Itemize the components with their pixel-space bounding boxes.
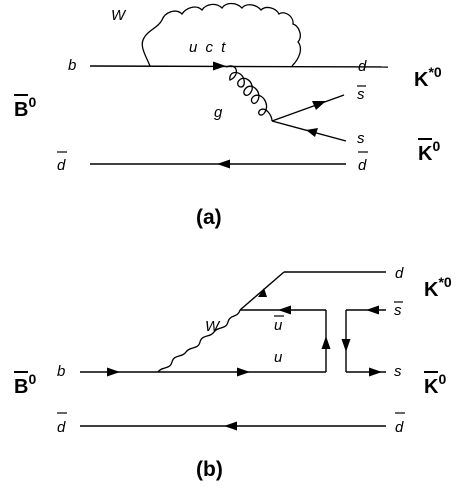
arrow-ubar-b	[278, 305, 291, 315]
arrow-vertical-up-b	[321, 336, 331, 349]
label-d-top-b: d	[395, 265, 404, 282]
arrow-d-b	[258, 288, 267, 297]
arrow-dbar-b	[224, 421, 237, 431]
label-w-a: W	[111, 7, 127, 24]
gluon-line	[225, 65, 273, 122]
sbar-line	[271, 94, 345, 122]
arrow-vertical-down-b	[341, 339, 351, 352]
meson-kstar0-a: K*0	[414, 64, 442, 91]
arrow-sbar-b	[366, 305, 379, 315]
quark-line-b-to-d	[89, 65, 389, 68]
arrow-dbar	[217, 159, 230, 169]
label-dbar-right-a: d	[358, 157, 367, 174]
caption-a: (a)	[196, 206, 222, 229]
label-dbar-left-a: d	[57, 157, 66, 174]
arrow-b-line	[213, 61, 226, 71]
label-b-a: b	[68, 57, 76, 74]
arrow-sbar	[312, 101, 326, 110]
diagram-a: W u c t b d g s s d d B0 K*0 K0 (a)	[14, 2, 442, 229]
meson-b0-b: B0	[14, 371, 36, 398]
label-sbar-a: s	[357, 86, 365, 103]
meson-kstar0-b: K*0	[424, 274, 452, 301]
label-loop-quarks: u c t	[189, 39, 226, 56]
meson-k0bar-a: K0	[418, 138, 440, 165]
label-u-b: u	[274, 349, 283, 366]
label-s-a: s	[357, 130, 365, 147]
w-boson-loop	[141, 2, 302, 67]
caption-b: (b)	[196, 458, 223, 481]
label-b-b: b	[57, 363, 65, 380]
label-g: g	[214, 104, 223, 121]
label-dbar-left-b: d	[57, 419, 66, 436]
label-s-b: s	[394, 363, 402, 380]
label-w-b: W	[205, 318, 221, 335]
arrow-s	[306, 128, 318, 137]
arrow-u-line-b	[237, 367, 250, 377]
meson-k0bar-b: K0	[424, 371, 446, 398]
label-ubar-b: u	[274, 317, 283, 334]
label-d-top-a: d	[358, 58, 367, 75]
w-boson-line-b	[157, 309, 241, 373]
label-dbar-right-b: d	[395, 419, 404, 436]
arrow-s-b	[369, 367, 382, 377]
arrow-b-line-b	[107, 367, 120, 377]
diagram-b: W b d u u s s d d B0 K*0 K0 (b)	[14, 265, 452, 481]
label-sbar-b: s	[394, 302, 402, 319]
meson-b0-a: B0	[14, 94, 36, 121]
